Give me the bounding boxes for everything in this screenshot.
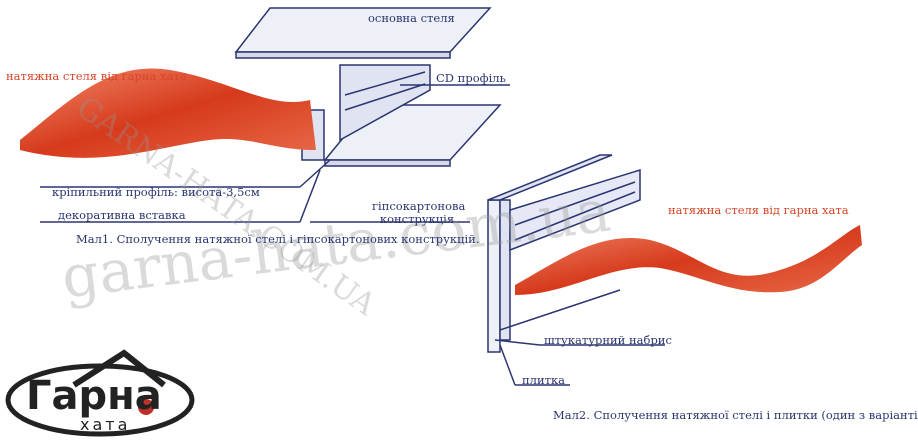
label-drywall: гіпсокартонова конструкція xyxy=(372,199,466,226)
figure1-drawing xyxy=(40,7,510,223)
label-decor-insert: декоративна вставка xyxy=(58,208,186,222)
label-cd-profile: CD профіль xyxy=(436,71,506,85)
logo: Гарна хата xyxy=(4,345,196,440)
cd-profile xyxy=(339,64,431,142)
label-stretch-ceiling-1: натяжна стеля від гарна хата xyxy=(6,69,187,83)
logo-subtext: хата xyxy=(80,415,131,434)
figure1-caption: Мал1. Сполучення натяжної стелі і гіпсок… xyxy=(76,232,480,246)
label-plaster: штукатурний набрис xyxy=(544,333,672,347)
label-tile: плитка xyxy=(522,373,566,387)
stretch-ceiling-fabric-1 xyxy=(20,68,316,158)
label-mount-profile: кріпильний профіль: висота-3,5см xyxy=(52,185,260,199)
label-stretch-ceiling-2: натяжна стеля від гарна хата xyxy=(668,203,849,217)
profile-2 xyxy=(509,168,641,252)
stretch-ceiling-fabric-2 xyxy=(515,225,862,295)
logo-text: Гарна xyxy=(26,373,162,419)
label-main-ceiling: основна стеля xyxy=(368,11,455,25)
figure2-caption: Мал2. Сполучення натяжної стелі і плитки… xyxy=(553,408,918,422)
figure2-drawing xyxy=(487,154,665,386)
